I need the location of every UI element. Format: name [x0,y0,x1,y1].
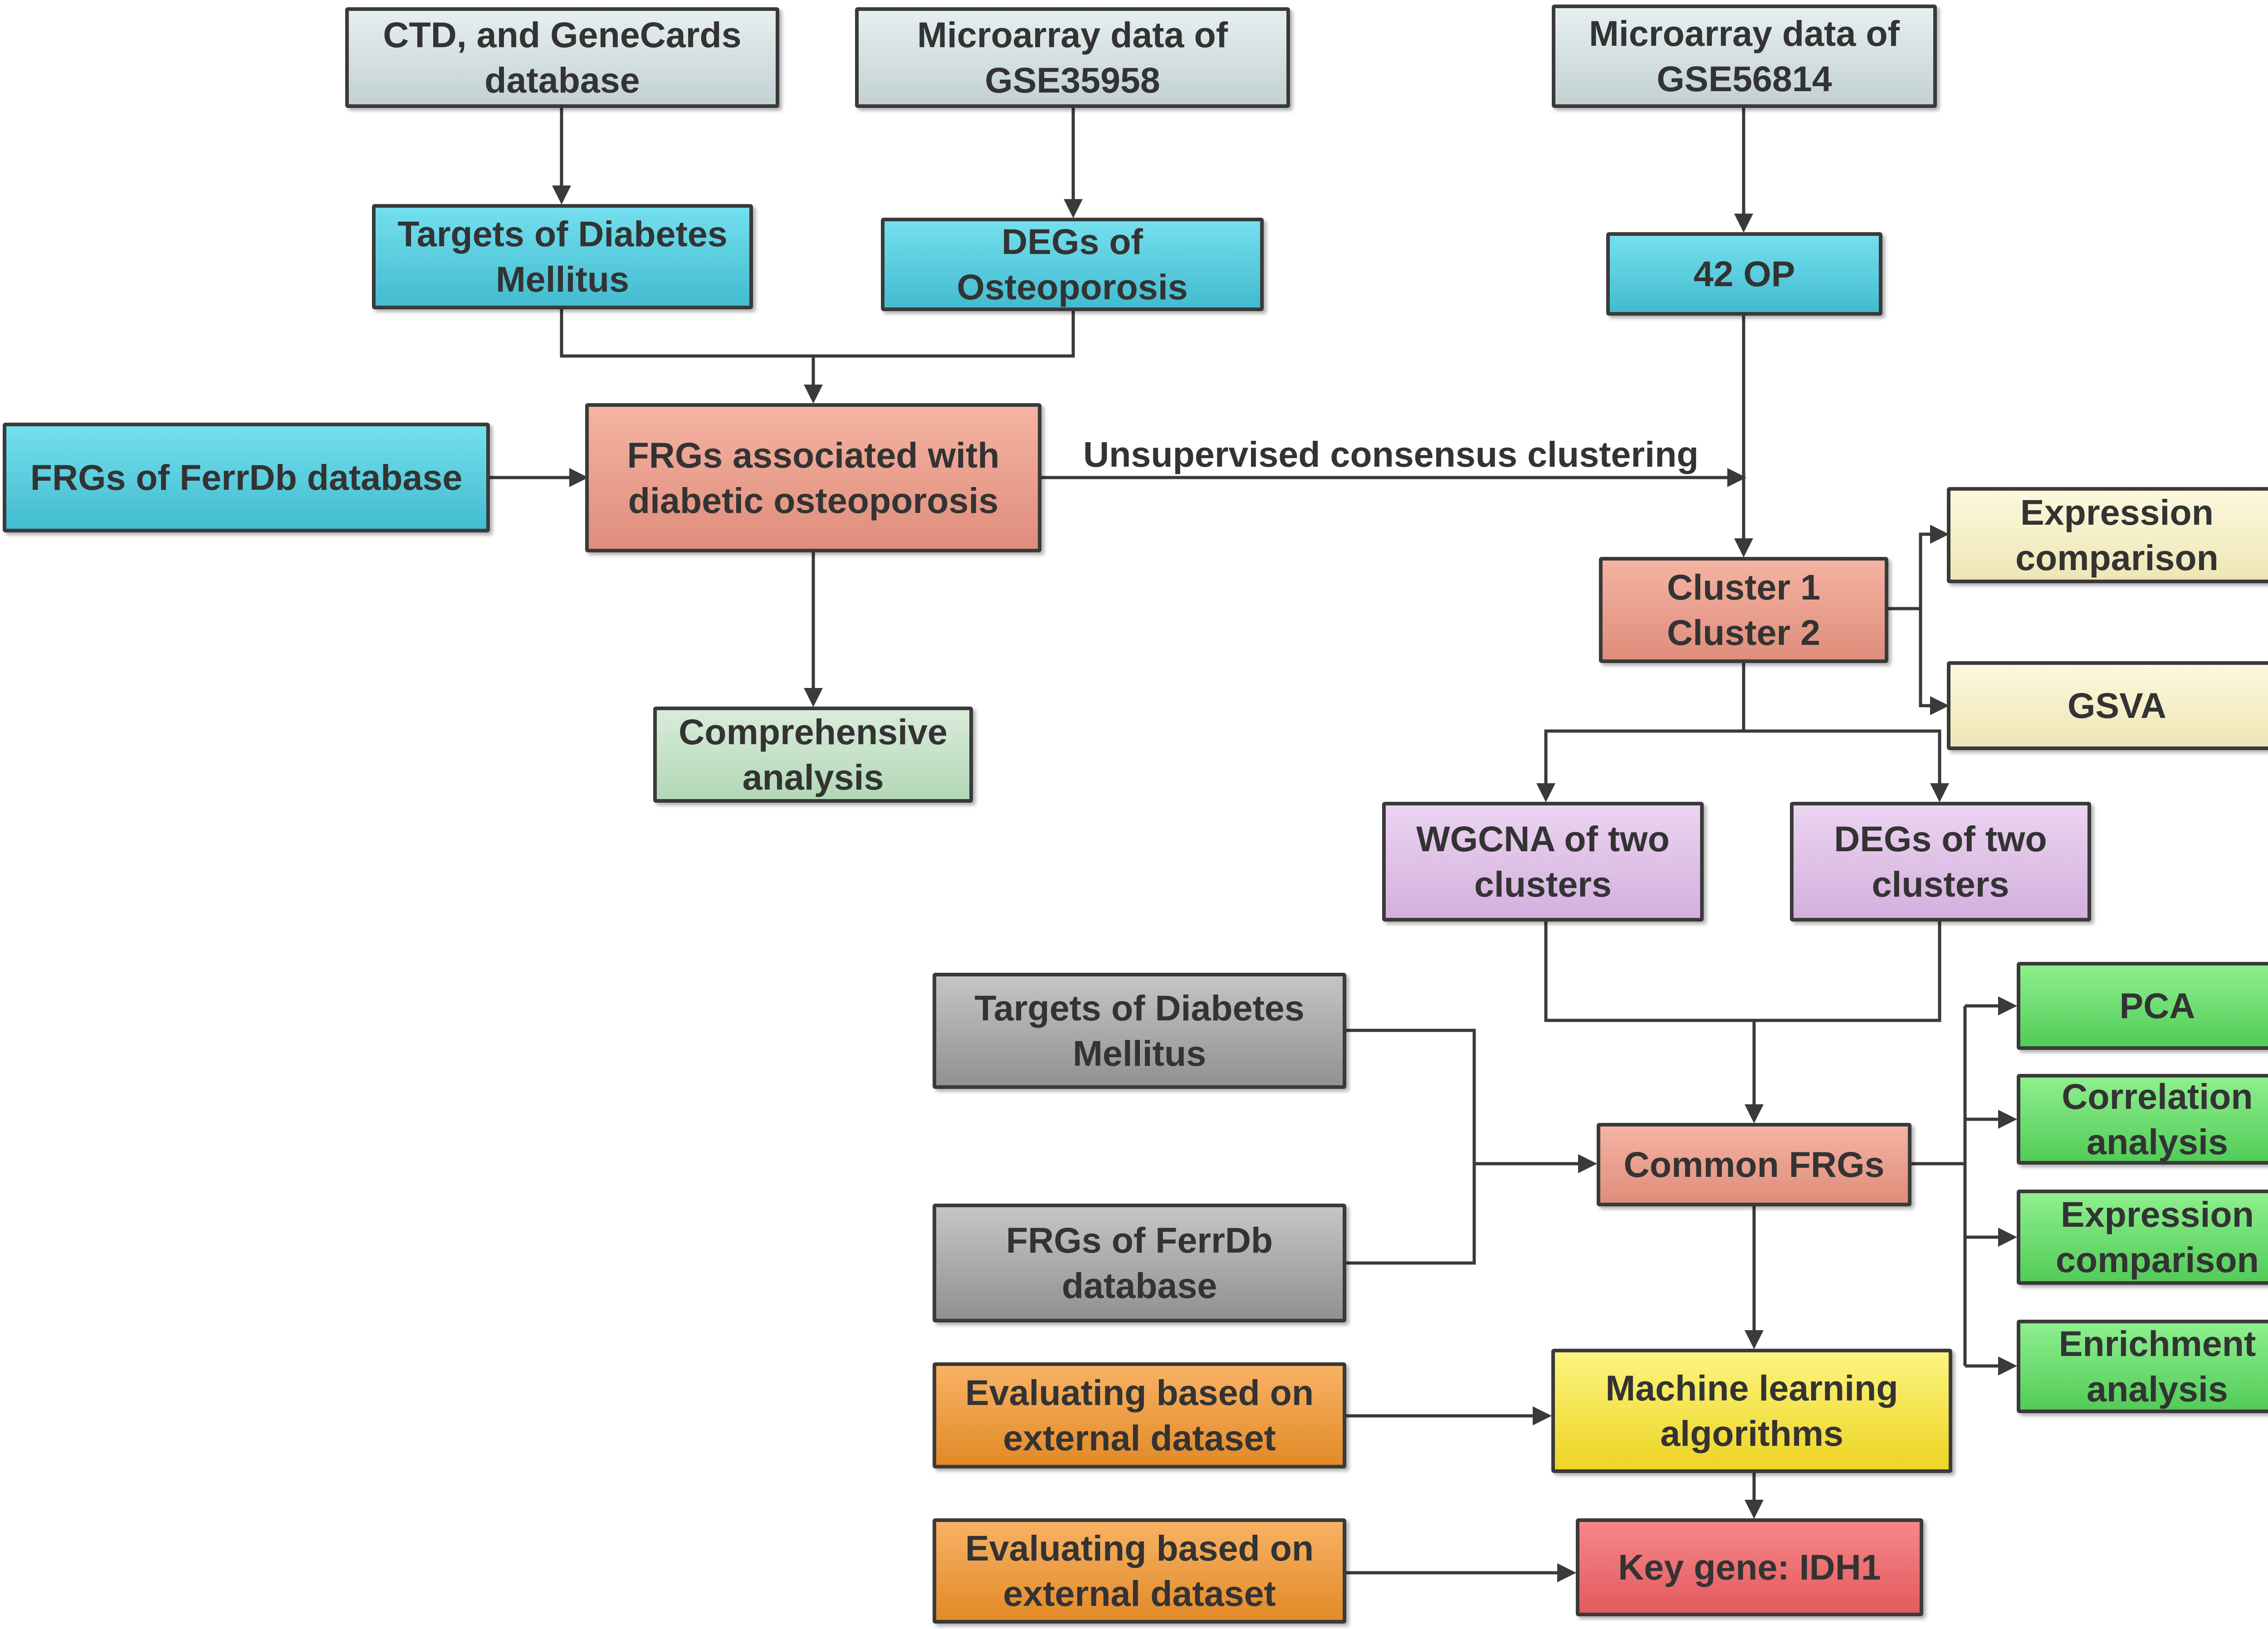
arrow-branch-to-expression [1919,525,1949,609]
node-correlation-analysis: Correlation analysis [2017,1074,2268,1165]
node-evaluating-external-2: Evaluating based on external dataset [933,1518,1346,1624]
node-gse56814: Microarray data of GSE56814 [1552,5,1937,108]
line-wgcna-merge [1544,922,1754,1022]
node-common-frgs: Common FRGs [1597,1123,1911,1206]
node-degs-two-clusters: DEGs of two clusters [1790,802,2091,922]
node-comprehensive-analysis: Comprehensive analysis [653,707,973,803]
node-targets-diabetes-top: Targets of Diabetes Mellitus [372,204,753,309]
line-targets-merge [560,308,813,358]
line-ferrdb-bottom [1346,1164,1476,1265]
node-targets-diabetes-bottom: Targets of Diabetes Mellitus [933,973,1346,1089]
node-enrichment-analysis: Enrichment analysis [2017,1320,2268,1413]
node-evaluating-external-1: Evaluating based on external dataset [933,1362,1346,1468]
node-42-op: 42 OP [1606,232,1882,316]
edge-label-clustering: Unsupervised consensus clustering [1083,434,1699,474]
node-frgs-ferrdb-top: FRGs of FerrDb database [3,423,490,532]
node-expression-comparison-bottom: Expression comparison [2017,1190,2268,1285]
node-gsva: GSVA [1947,661,2268,750]
node-pca: PCA [2017,962,2268,1050]
node-expression-comparison-top: Expression comparison [1947,487,2268,583]
line-targets-bottom [1346,1029,1476,1164]
node-wgcna: WGCNA of two clusters [1382,802,1704,922]
line-degs-clusters-merge [1754,922,1941,1022]
line-degs-merge [813,310,1075,358]
node-clusters: Cluster 1 Cluster 2 [1599,557,1888,663]
node-ctd-genecards: CTD, and GeneCards database [345,7,779,108]
arrow-branch-to-gsva [1919,609,1949,715]
node-machine-learning: Machine learning algorithms [1551,1349,1952,1473]
node-gse35958: Microarray data of GSE35958 [855,7,1290,108]
node-frgs-associated: FRGs associated with diabetic osteoporos… [585,403,1041,552]
node-key-gene: Key gene: IDH1 [1576,1518,1923,1616]
node-degs-osteoporosis: DEGs of Osteoporosis [881,218,1264,311]
node-frgs-ferrdb-bottom: FRGs of FerrDb database [933,1204,1346,1322]
arrow-clusters-to-wgcna [1536,729,1744,802]
arrow-clusters-to-degs [1744,729,1949,802]
